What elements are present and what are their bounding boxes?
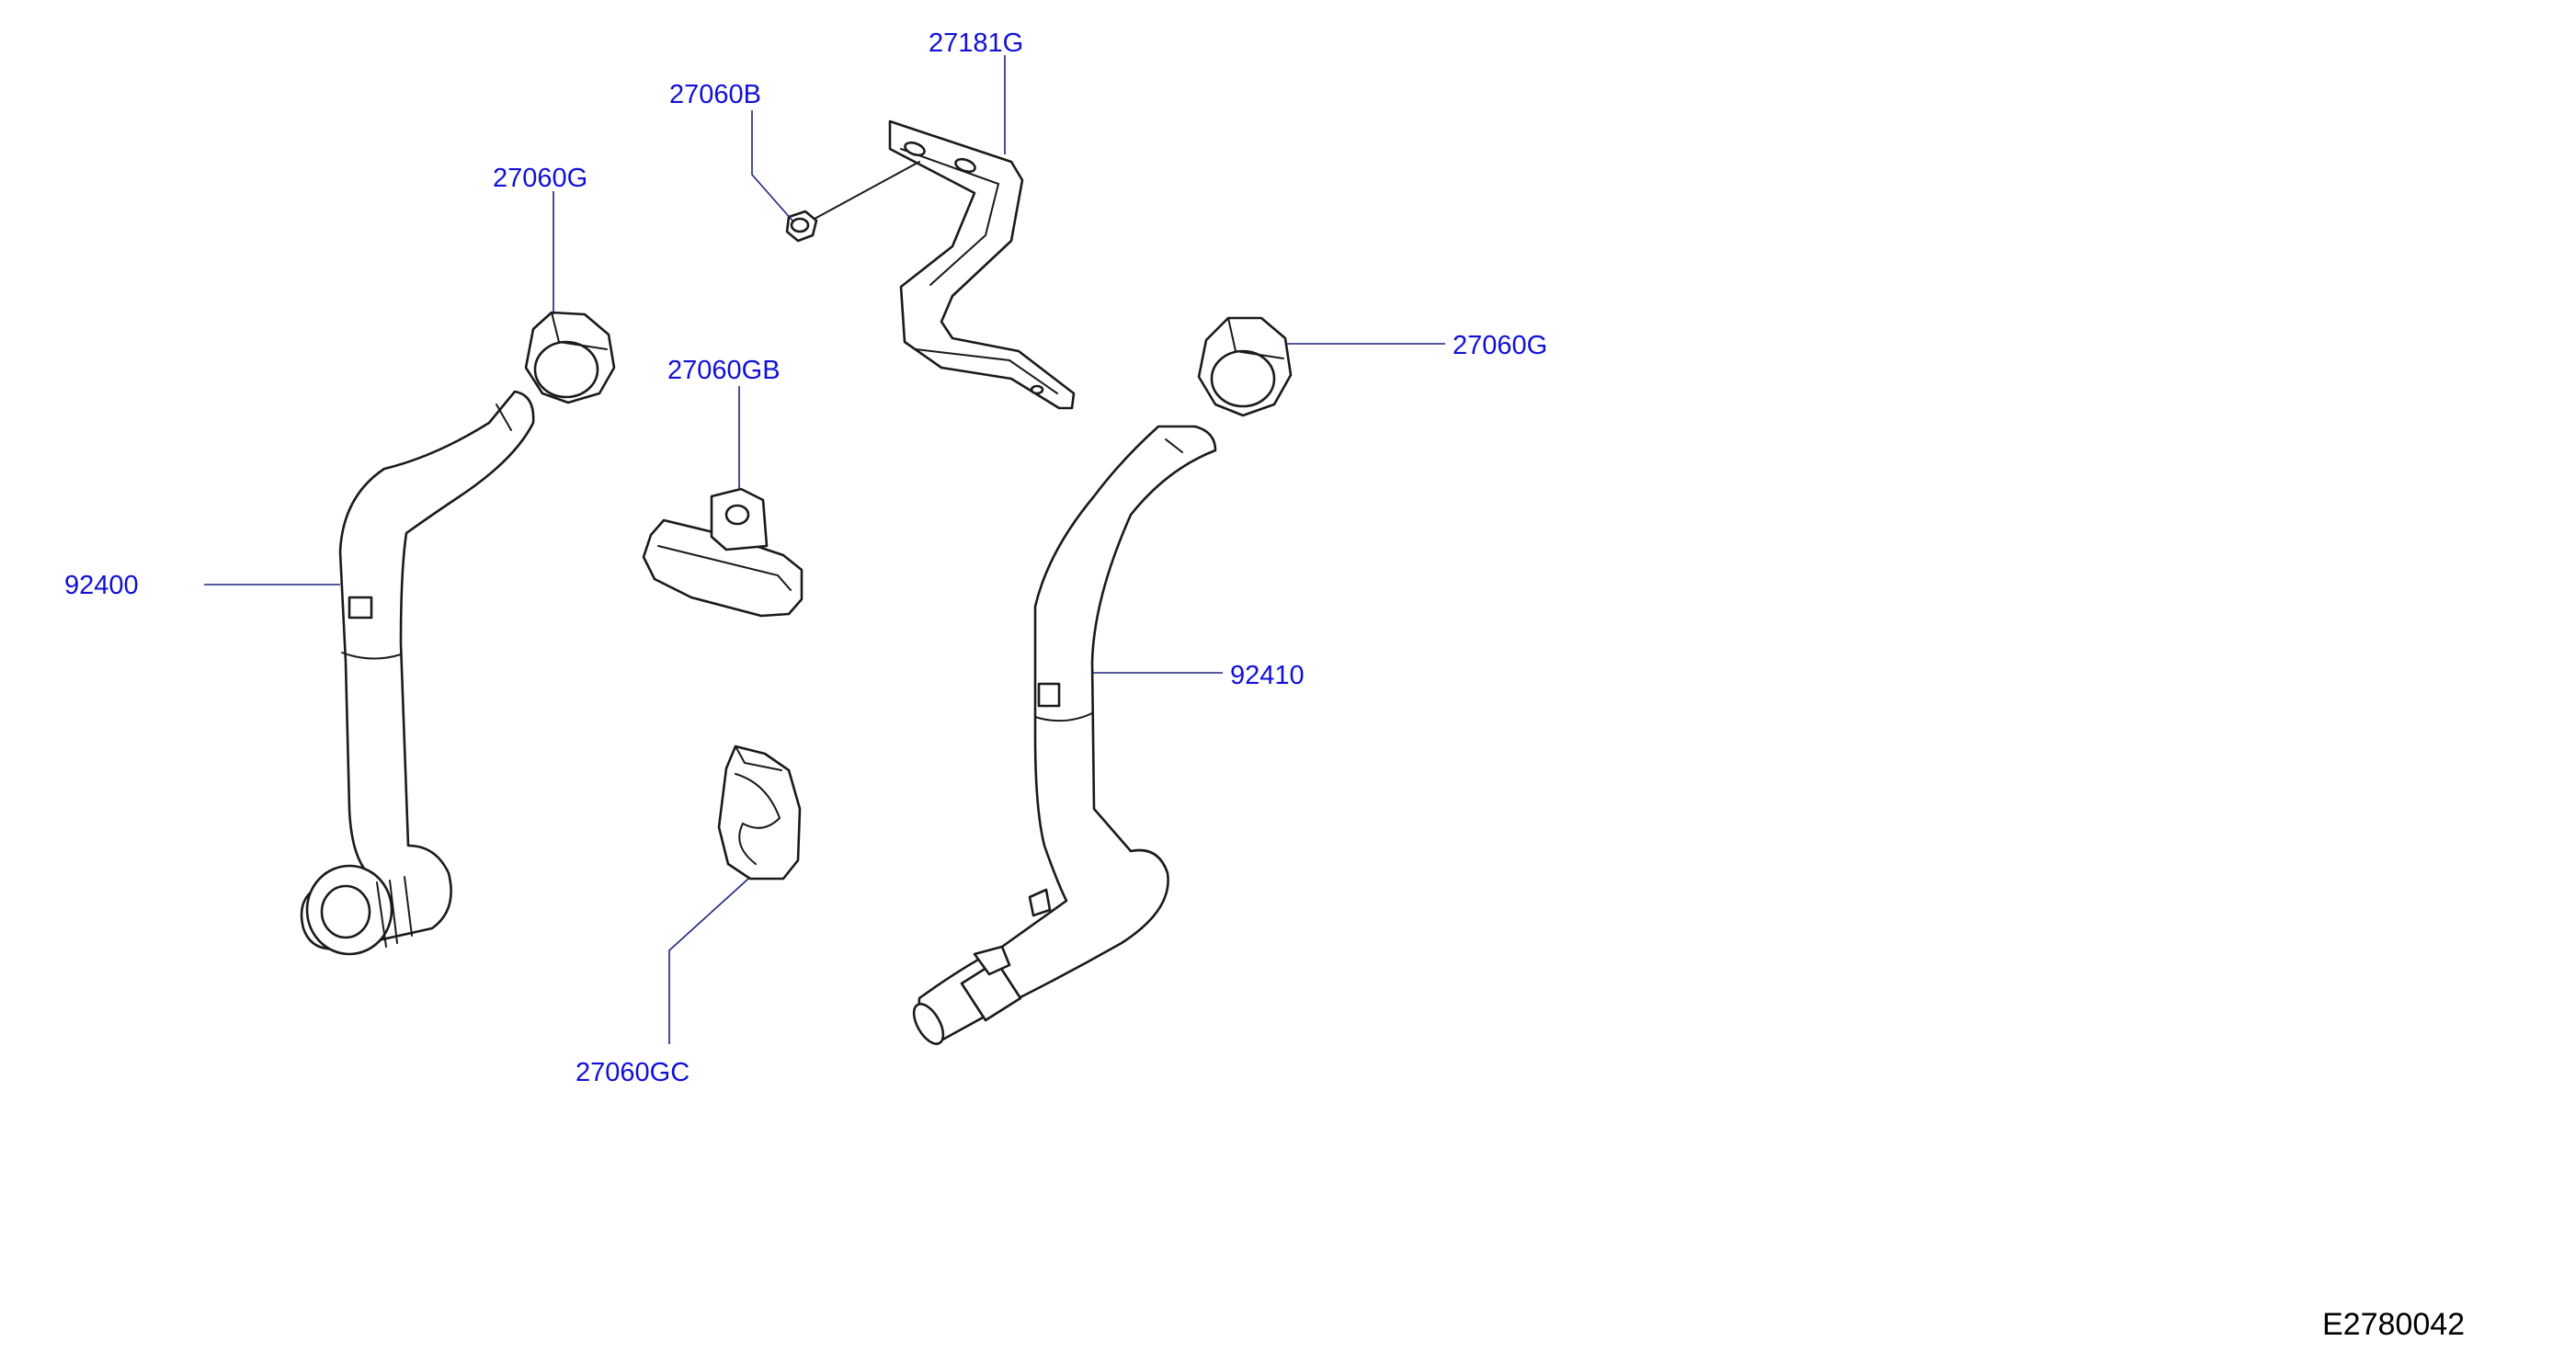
hose-clamp-left[interactable]	[524, 311, 616, 404]
label-92400: 92400	[64, 571, 139, 600]
hose-92410[interactable]	[908, 425, 1217, 1049]
label-27060gb: 27060GB	[667, 356, 781, 385]
bracket-27181g[interactable]	[888, 119, 1076, 410]
label-27060gc: 27060GC	[576, 1058, 690, 1087]
label-92410: 92410	[1230, 661, 1305, 690]
leader-27060b	[751, 110, 793, 222]
label-27060b: 27060B	[669, 80, 761, 109]
leader-lines	[204, 55, 1445, 1044]
label-27181g: 27181G	[929, 28, 1023, 58]
leader-27060gc	[668, 878, 749, 1044]
diagram-code: E2780042	[2322, 1307, 2465, 1342]
bolt-27060b[interactable]	[785, 161, 920, 243]
clip-27060gc[interactable]	[717, 745, 802, 881]
hose-clamp-right[interactable]	[1197, 316, 1293, 417]
label-27060g-left: 27060G	[493, 164, 587, 193]
hose-92400[interactable]	[300, 390, 535, 956]
label-27060g-right: 27060G	[1453, 331, 1547, 360]
clip-27060gb[interactable]	[642, 487, 804, 618]
